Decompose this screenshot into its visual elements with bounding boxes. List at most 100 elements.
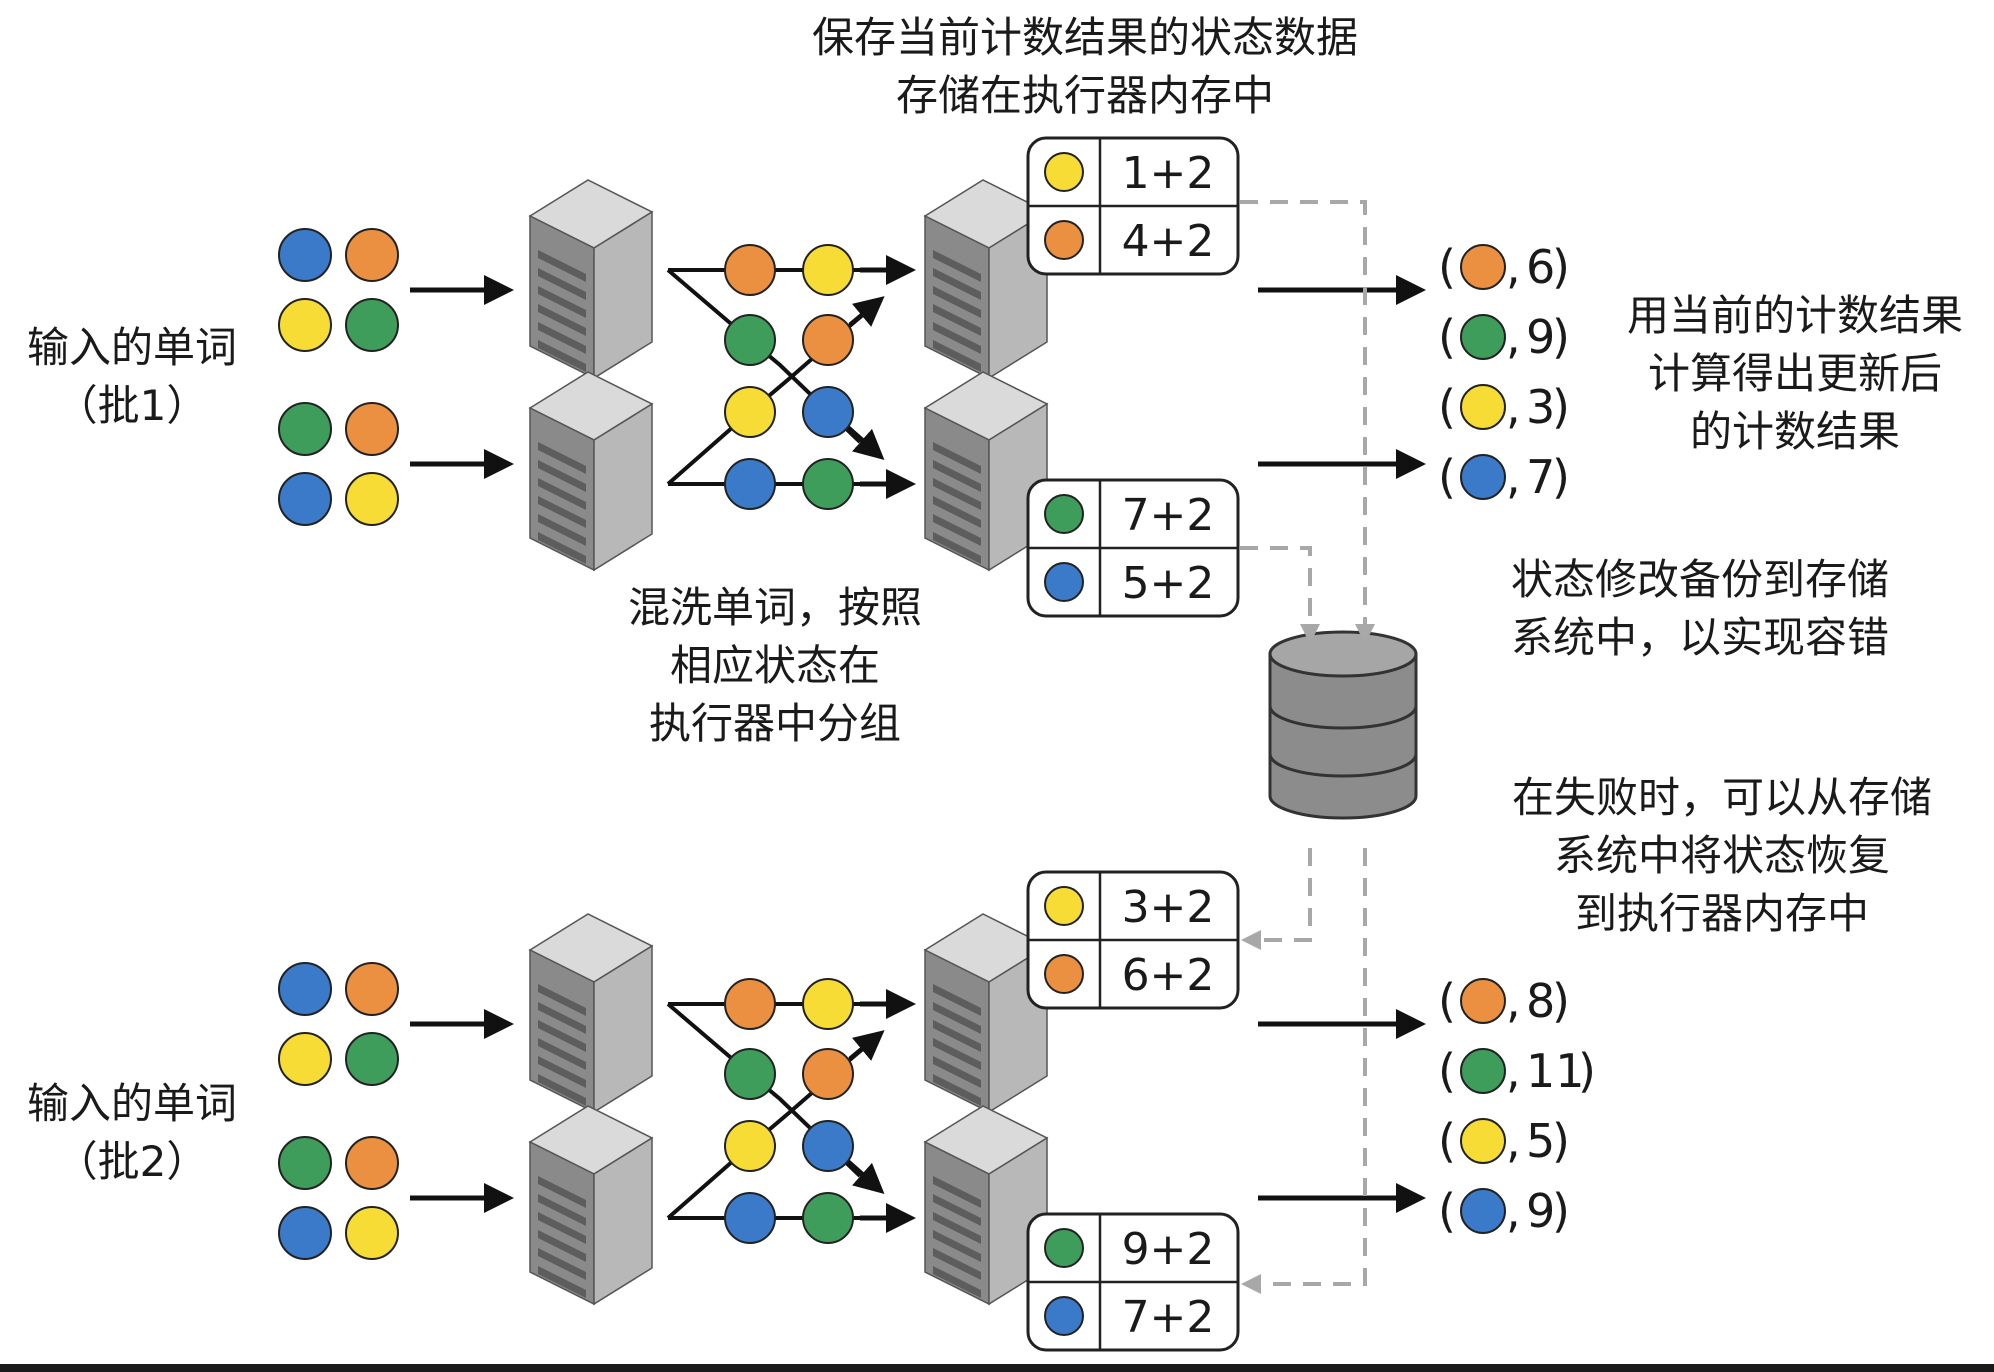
input-word-dot — [278, 1032, 332, 1086]
recovery-dashed-line — [1241, 848, 1312, 950]
shuffle-word-dot — [802, 978, 854, 1030]
executor-server — [528, 913, 654, 1114]
executor-server-bay — [933, 1176, 981, 1208]
executor-server-bay — [933, 460, 981, 492]
executor-server-bay — [538, 532, 586, 564]
result-tuple-count: 5 — [1526, 1114, 1555, 1168]
executor-server-bay — [933, 496, 981, 528]
executor-server-bay — [933, 478, 981, 510]
top-note-line2: 存储在执行器内存中 — [896, 71, 1274, 120]
result-tuple-comma: , — [1506, 1184, 1521, 1238]
result-tuple-count: 9 — [1526, 1184, 1555, 1238]
executor-server-bay — [538, 1230, 586, 1262]
input-word-dot — [278, 1206, 332, 1260]
executor-server-bay — [538, 478, 586, 510]
shuffle-arrow — [848, 296, 885, 327]
state-table-key-dot — [1044, 1296, 1084, 1336]
executor-server-bay — [538, 460, 586, 492]
input-word-dot — [278, 402, 332, 456]
input-word-dot — [345, 472, 399, 526]
executor-server-bay — [538, 1020, 586, 1052]
diagram-elements: 1+24+27+25+2(,6)(,9)(,3)(,7)3+26+29+27+2… — [278, 136, 1596, 1352]
shuffle-word-dot — [724, 978, 776, 1030]
shuffle-word-dot — [802, 1192, 854, 1244]
executor-server-bay — [538, 340, 586, 372]
result-tuple-count: 6 — [1526, 240, 1555, 294]
executor-server-bay — [933, 304, 981, 336]
state-table-value: 6+2 — [1122, 950, 1215, 1001]
shuffle-word-dot — [724, 386, 776, 438]
result-tuple-close-paren: ) — [1552, 240, 1570, 294]
result-tuple-count: 11 — [1526, 1044, 1585, 1098]
executor-server-bay — [538, 1248, 586, 1280]
backup-note-line2: 系统中，以实现容错 — [1511, 613, 1889, 662]
recovery-dashed-line — [1241, 848, 1367, 1294]
executor-server-bay — [538, 1038, 586, 1070]
executor-server-bay — [933, 1056, 981, 1088]
recover-note-line2: 系统中将状态恢复 — [1554, 831, 1890, 880]
executor-server-side — [593, 210, 653, 380]
input-word-dot — [278, 472, 332, 526]
result-tuple-open-paren: ( — [1438, 1184, 1456, 1238]
executor-server-bay — [933, 1020, 981, 1052]
result-tuple-dot — [1460, 978, 1506, 1024]
input-word-dot — [278, 1136, 332, 1190]
state-table-key-dot — [1044, 220, 1084, 260]
executor-server-side — [593, 944, 653, 1114]
shuffle-note-line3: 执行器中分组 — [649, 699, 901, 748]
executor-server-bay — [538, 1002, 586, 1034]
executor-server-bay — [933, 1194, 981, 1226]
result-tuple-close-paren: ) — [1578, 1044, 1596, 1098]
shuffle-arrow — [848, 1030, 885, 1061]
result-tuple-comma: , — [1506, 1114, 1521, 1168]
shuffle-word-dot — [802, 1120, 854, 1172]
result-tuple-comma: , — [1506, 380, 1521, 434]
compute-note-line2: 计算得出更新后 — [1648, 349, 1942, 398]
input-batch2-label: 输入的单词 — [27, 1079, 237, 1128]
backup-dashed-line — [1240, 546, 1320, 644]
shuffle-note-line2: 相应状态在 — [670, 641, 880, 690]
shuffle-arrow — [843, 1157, 885, 1194]
state-table-key-dot — [1044, 954, 1084, 994]
input-word-dot — [345, 1032, 399, 1086]
executor-server-bay — [933, 1212, 981, 1244]
result-tuple-close-paren: ) — [1552, 1114, 1570, 1168]
recover-note-line3: 到执行器内存中 — [1575, 889, 1869, 938]
executor-server-bay — [538, 286, 586, 318]
recover-note-line1: 在失败时，可以从存储 — [1512, 773, 1932, 822]
input-word-dot — [345, 1206, 399, 1260]
state-table-value: 5+2 — [1122, 558, 1215, 609]
executor-server-bay — [538, 496, 586, 528]
backup-dashed-line — [1240, 200, 1375, 644]
executor-server-bay — [933, 1038, 981, 1070]
executor-server-bay — [933, 984, 981, 1016]
input-word-dot — [345, 962, 399, 1016]
result-tuple-dot — [1460, 1048, 1506, 1094]
executor-server-bay — [538, 1176, 586, 1208]
executor-server-side — [593, 1136, 653, 1306]
executor-server — [528, 371, 654, 572]
result-tuple-dot — [1460, 1118, 1506, 1164]
executor-server — [528, 179, 654, 380]
input-word-dot — [278, 298, 332, 352]
shuffle-arrow — [843, 423, 885, 460]
shuffle-word-dot — [724, 314, 776, 366]
executor-server-bay — [933, 1230, 981, 1262]
input-batch2-sublabel: （批2） — [56, 1137, 209, 1186]
executor-server-bay — [933, 442, 981, 474]
executor-server-bay — [933, 250, 981, 282]
result-tuple-dot — [1460, 454, 1506, 500]
result-tuple-open-paren: ( — [1438, 1114, 1456, 1168]
result-tuple-close-paren: ) — [1552, 1184, 1570, 1238]
executor-server-bay — [538, 442, 586, 474]
shuffle-word-dot — [802, 386, 854, 438]
shuffle-word-dot — [724, 1120, 776, 1172]
input-word-dot — [345, 298, 399, 352]
executor-server-bay — [538, 304, 586, 336]
result-tuple-dot — [1460, 244, 1506, 290]
state-table-key-dot — [1044, 1228, 1084, 1268]
executor-server-bay — [933, 340, 981, 372]
shuffle-word-dot — [724, 1192, 776, 1244]
result-tuple-close-paren: ) — [1552, 450, 1570, 504]
